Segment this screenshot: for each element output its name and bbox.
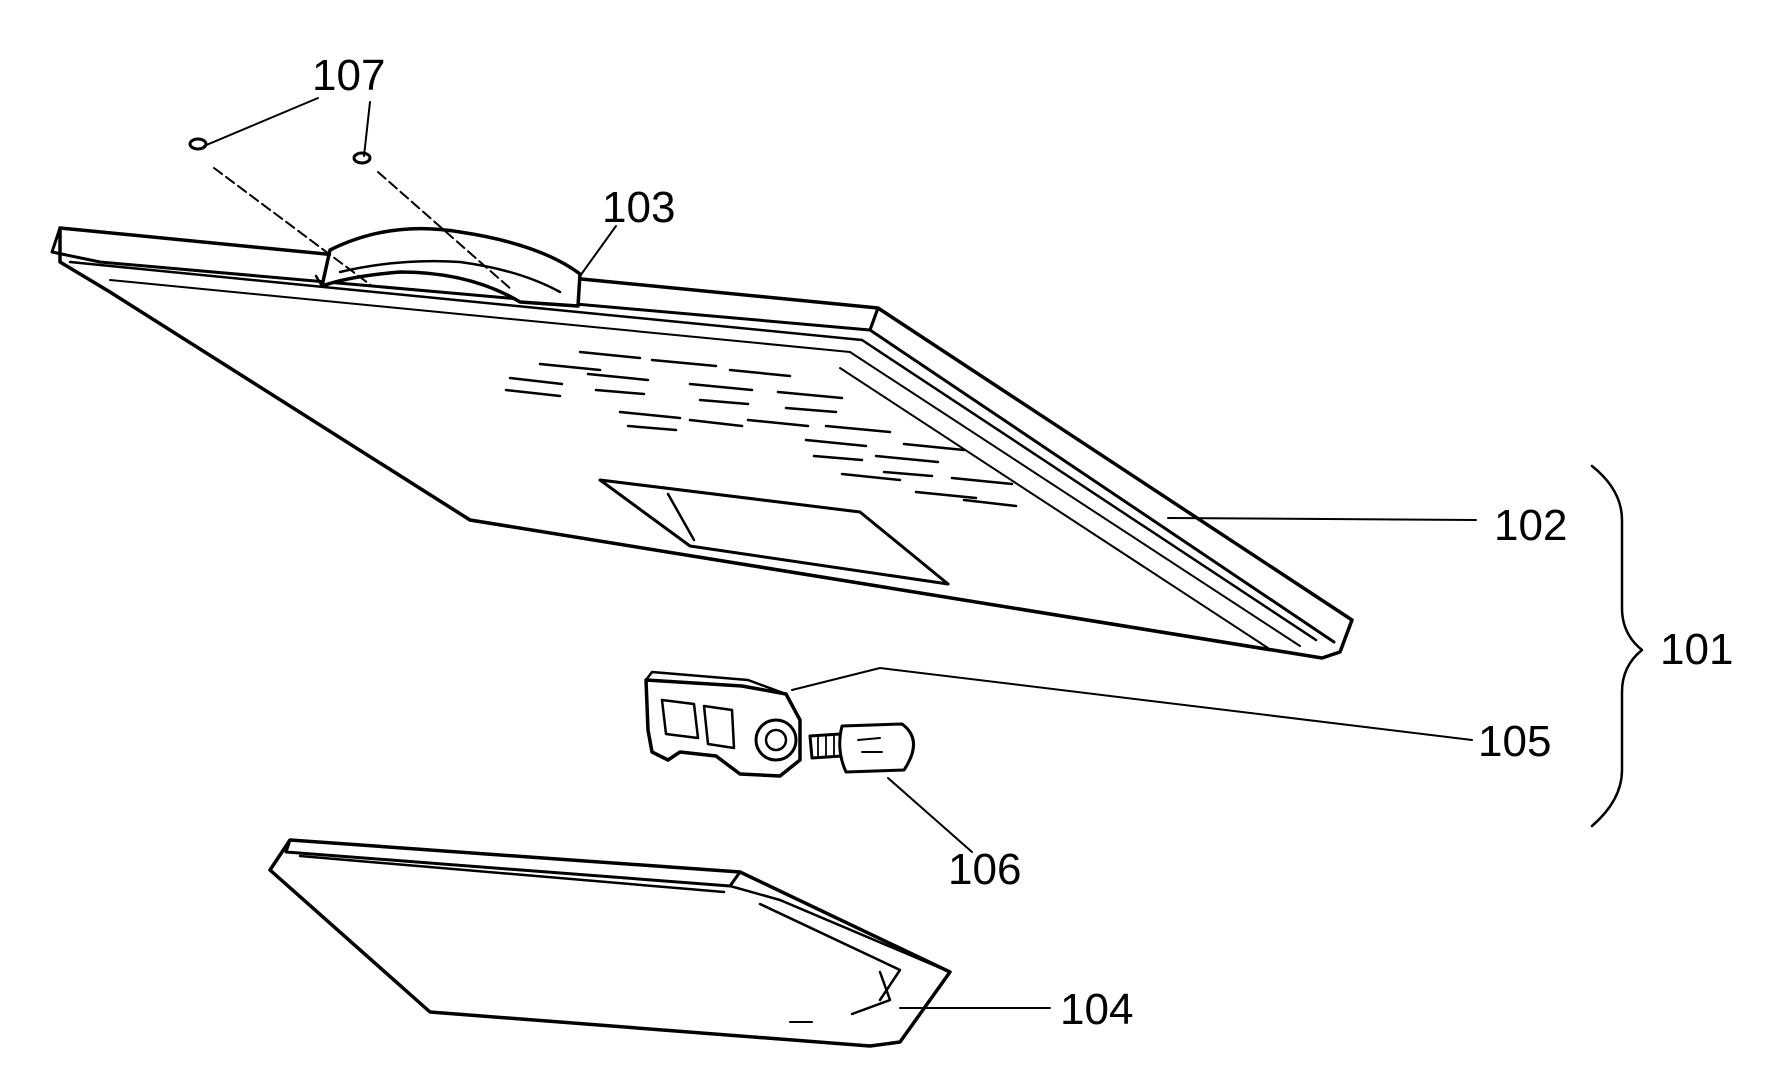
cover-104 xyxy=(268,838,952,1048)
cover-inner-arc xyxy=(338,259,562,294)
panel-right-groove xyxy=(860,338,1318,642)
pin-head-mark xyxy=(857,737,883,753)
hinge-barrel xyxy=(754,718,798,762)
label-107: 107 xyxy=(312,51,385,100)
hinge-slot-1 xyxy=(660,698,700,740)
panel-top-groove-2 xyxy=(109,279,851,353)
screw-left-axis xyxy=(213,167,373,287)
leader-lines xyxy=(203,97,1477,1009)
hinge-barrel-bore xyxy=(764,728,788,752)
brace-101 xyxy=(1590,464,1644,828)
pin-head xyxy=(838,722,915,774)
leader-105 xyxy=(791,667,1473,741)
label-106: 106 xyxy=(948,845,1021,894)
label-105: 105 xyxy=(1478,717,1551,766)
panel-vent-slots xyxy=(504,350,1018,508)
leader-106 xyxy=(887,777,973,853)
leader-103 xyxy=(579,225,617,277)
label-101: 101 xyxy=(1660,625,1733,674)
label-104: 104 xyxy=(1060,985,1133,1034)
panel-right-groove-2 xyxy=(849,351,1301,647)
panel-recess xyxy=(598,478,950,586)
cover-104-lip xyxy=(284,838,742,888)
hinge-top-edge xyxy=(644,670,788,696)
panel-102 xyxy=(50,226,1354,660)
cover-103 xyxy=(314,226,582,308)
screw-right xyxy=(352,151,372,165)
panel-top-groove xyxy=(68,260,864,342)
panel-right-groove-3 xyxy=(839,367,1269,649)
hinge-slot-2 xyxy=(702,704,736,750)
cover-outline xyxy=(320,226,582,308)
cover-side xyxy=(314,274,324,288)
cover-104-side xyxy=(728,884,952,974)
cover-104-lip-inner xyxy=(298,854,726,894)
leader-107-left xyxy=(203,97,319,147)
panel-right-rail xyxy=(868,306,1336,644)
hinge-105 xyxy=(644,670,802,778)
cover-104-outline xyxy=(268,838,952,1048)
pin-thread-lines xyxy=(817,734,835,759)
screw-right-axis xyxy=(377,171,513,291)
pin-106 xyxy=(808,722,915,774)
panel-recess-inner xyxy=(666,492,696,542)
panel-bottom-edge xyxy=(108,290,1272,652)
panel-outline xyxy=(58,226,1354,660)
leader-102 xyxy=(1167,517,1477,521)
screws-107 xyxy=(188,137,513,291)
label-103: 103 xyxy=(602,183,675,232)
screw-left xyxy=(188,137,208,151)
cover-104-notch xyxy=(850,970,892,1016)
label-102: 102 xyxy=(1494,501,1567,550)
leader-107-right xyxy=(363,101,371,157)
